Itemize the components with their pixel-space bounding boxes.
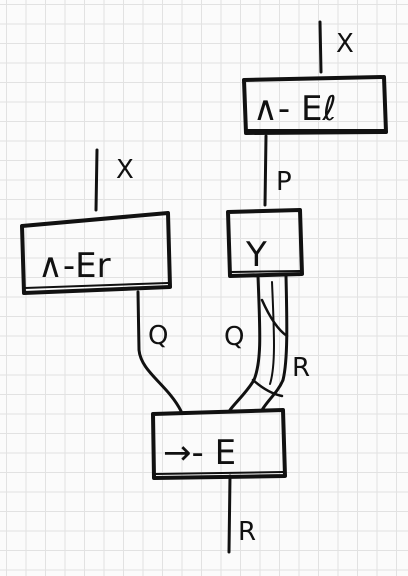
wire-ribbon-q-r: [228, 274, 289, 412]
wire-label-p: P: [276, 167, 292, 197]
wire-label-x-left: X: [116, 155, 134, 185]
wire-label-q-right: Q: [224, 322, 244, 352]
box-and-er-label: ∧-Er: [38, 246, 111, 286]
wire-q-left: [136, 290, 183, 413]
box-and-el: ∧- Eℓ: [242, 75, 388, 135]
wire-r-out: [227, 474, 232, 554]
box-and-el-label: ∧- Eℓ: [253, 89, 337, 129]
wire-label-r-mid: R: [292, 353, 310, 383]
wire-label-r-out: R: [238, 517, 256, 547]
wire-x-left: [94, 148, 99, 212]
wire-p: [263, 134, 268, 207]
wire-label-x-right: X: [336, 29, 354, 59]
wire-x-right: [318, 20, 323, 74]
box-contraction: Y: [226, 208, 304, 278]
wire-label-q-left: Q: [148, 321, 168, 351]
box-imp-e-label: →- E: [163, 433, 236, 473]
box-contraction-label: Y: [245, 235, 267, 275]
box-imp-e: →- E: [151, 408, 287, 480]
box-and-er: ∧-Er: [20, 211, 172, 295]
